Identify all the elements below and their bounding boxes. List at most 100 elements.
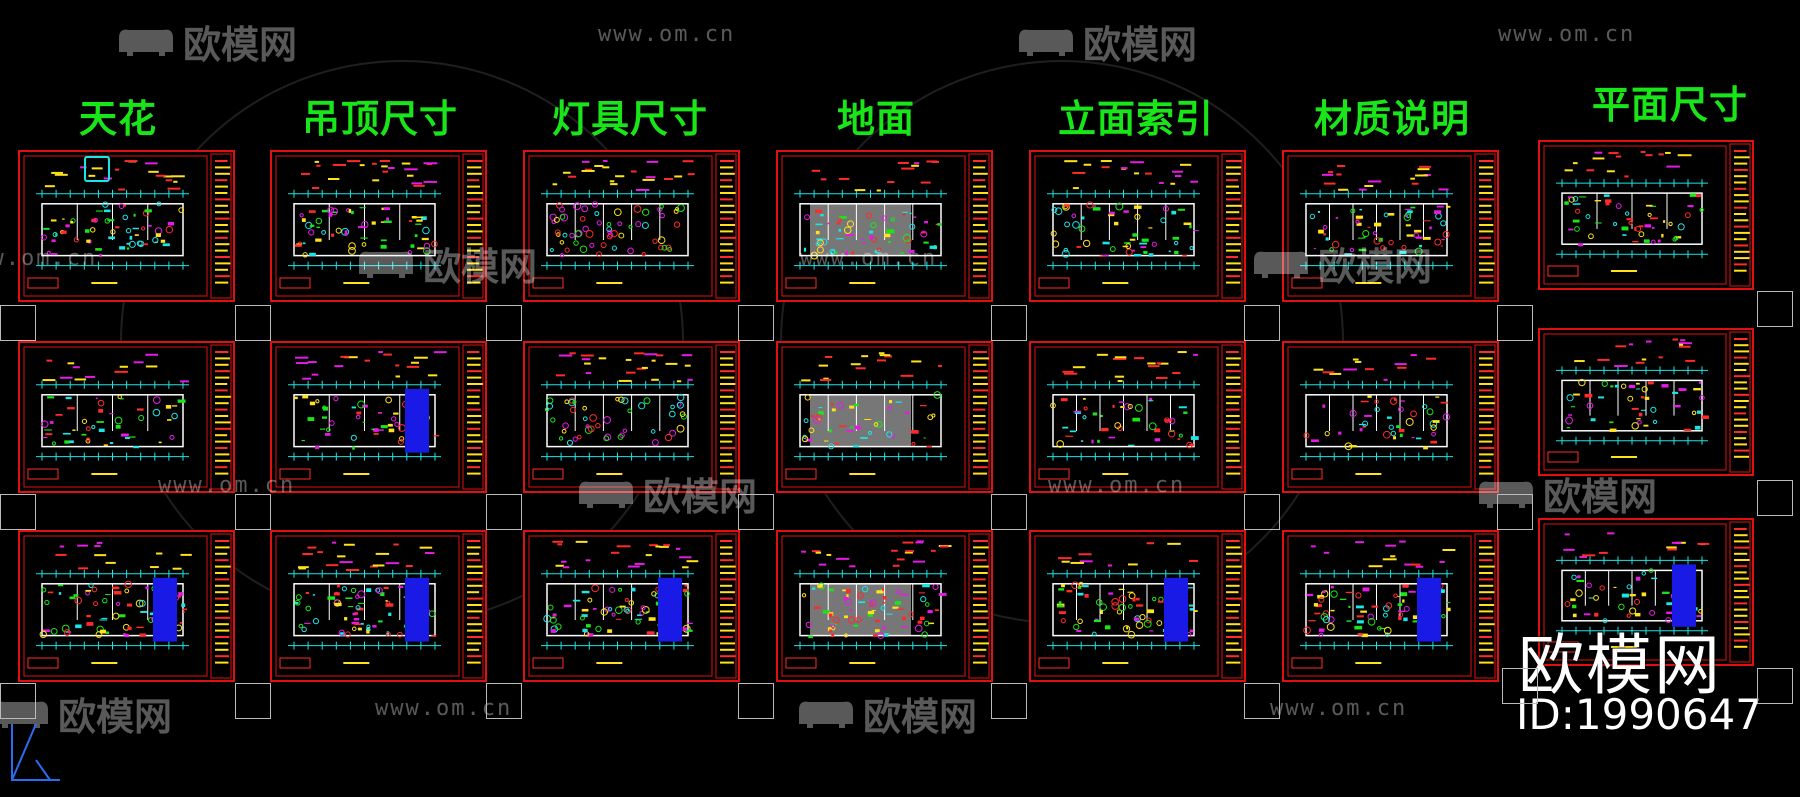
watermark-id: ID:1990647 (1516, 690, 1762, 739)
drawing-sheet (18, 530, 235, 682)
watermark-url: www.om.cn (1270, 696, 1408, 721)
floor-plan-drawing (23, 153, 232, 299)
snap-marker (0, 683, 36, 719)
drawing-sheet (1282, 530, 1499, 682)
drawing-sheet (18, 341, 235, 493)
drawing-sheet (776, 341, 993, 493)
watermark-url: www.om.cn (598, 22, 736, 47)
floor-plan-drawing (781, 153, 990, 299)
drawing-sheet (523, 530, 740, 682)
floor-plan-drawing (275, 533, 484, 679)
floor-plan-drawing (1287, 153, 1496, 299)
drawing-sheet (1538, 140, 1754, 290)
floor-plan-drawing (275, 153, 484, 299)
watermark-brand: 欧模网 (1543, 475, 1658, 519)
snap-marker (991, 494, 1027, 530)
snap-marker (738, 683, 774, 719)
drawing-sheet (18, 150, 235, 302)
snap-marker (1757, 291, 1793, 327)
drawing-sheet (776, 150, 993, 302)
snap-marker (235, 305, 271, 341)
snap-marker (738, 494, 774, 530)
watermark-url: www.om.cn (800, 246, 938, 271)
floor-plan-drawing (781, 344, 990, 490)
drawing-sheet (1282, 150, 1499, 302)
column-title-lighting-dimensions: 灯具尺寸 (551, 97, 708, 141)
watermark-logo: 欧模网 (795, 686, 977, 741)
watermark-brand: 欧模网 (183, 23, 298, 67)
watermark-brand: 欧模网 (58, 695, 173, 739)
watermark-logo: 欧模网 (1250, 236, 1432, 291)
drawing-sheet (270, 150, 487, 302)
ucs-icon (11, 723, 60, 781)
watermark-url: www.om.cn (1048, 473, 1186, 498)
column-title-elevation-index: 立面索引 (1057, 97, 1214, 141)
snap-marker (1244, 494, 1280, 530)
column-title-ceiling-dimensions: 吊顶尺寸 (301, 97, 458, 141)
column-title-material-notes: 材质说明 (1313, 97, 1470, 141)
drawing-sheet (1029, 341, 1246, 493)
watermark-logo: 欧模网 (115, 14, 297, 69)
snap-marker (0, 305, 36, 341)
column-title-ceiling: 天花 (78, 97, 157, 141)
snap-marker (1497, 305, 1533, 341)
watermark-url: www.om.cn (0, 246, 98, 271)
snap-marker (1757, 480, 1793, 516)
watermark-url: www.om.cn (158, 473, 296, 498)
floor-plan-drawing (1287, 533, 1496, 679)
watermark-logo: 欧模网 (1015, 14, 1197, 69)
drawing-sheet (523, 150, 740, 302)
snap-marker (1757, 668, 1793, 704)
sofa-icon (119, 29, 173, 56)
drawing-sheet (1029, 150, 1246, 302)
drawing-sheet (270, 530, 487, 682)
snap-marker (235, 683, 271, 719)
snap-marker (738, 305, 774, 341)
drawing-sheet (1029, 530, 1246, 682)
drawing-sheet (776, 530, 993, 682)
floor-plan-drawing (528, 533, 737, 679)
snap-marker (0, 494, 36, 530)
floor-plan-drawing (275, 344, 484, 490)
floor-plan-drawing (528, 153, 737, 299)
snap-marker (486, 683, 522, 719)
snap-marker (486, 494, 522, 530)
column-title-floor: 地面 (836, 97, 915, 141)
floor-plan-drawing (1034, 153, 1243, 299)
floor-plan-drawing (23, 533, 232, 679)
snap-marker (991, 683, 1027, 719)
watermark-brand: 欧模网 (1083, 23, 1198, 67)
floor-plan-drawing (1543, 331, 1751, 473)
drawing-sheet (1282, 341, 1499, 493)
snap-marker (235, 494, 271, 530)
sofa-icon (1254, 251, 1308, 278)
watermark-brand: 欧模网 (1318, 245, 1433, 289)
selection-highlight (84, 156, 110, 182)
snap-marker (1244, 683, 1280, 719)
floor-plan-drawing (1034, 533, 1243, 679)
watermark-brand: 欧模网 (863, 695, 978, 739)
snap-marker (991, 305, 1027, 341)
floor-plan-drawing (781, 533, 990, 679)
snap-marker (486, 305, 522, 341)
floor-plan-drawing (528, 344, 737, 490)
drawing-sheet (1538, 328, 1754, 476)
watermark-logo: 欧模网 (575, 466, 757, 521)
snap-marker (1497, 494, 1533, 530)
watermark-brand: 欧模网 (423, 245, 538, 289)
watermark-url: www.om.cn (1498, 22, 1636, 47)
sofa-icon (359, 251, 413, 278)
floor-plan-drawing (1287, 344, 1496, 490)
drawing-sheet (523, 341, 740, 493)
sofa-icon (1019, 29, 1073, 56)
sofa-icon (799, 701, 853, 728)
sofa-icon (579, 481, 633, 508)
sofa-icon (0, 701, 48, 728)
watermark-logo: 欧模网 (355, 236, 537, 291)
watermark-url: www.om.cn (375, 696, 513, 721)
drawing-sheet (1538, 518, 1754, 666)
drawing-sheet (270, 341, 487, 493)
snap-marker (1502, 668, 1538, 704)
column-title-plan-dimensions: 平面尺寸 (1591, 83, 1748, 127)
